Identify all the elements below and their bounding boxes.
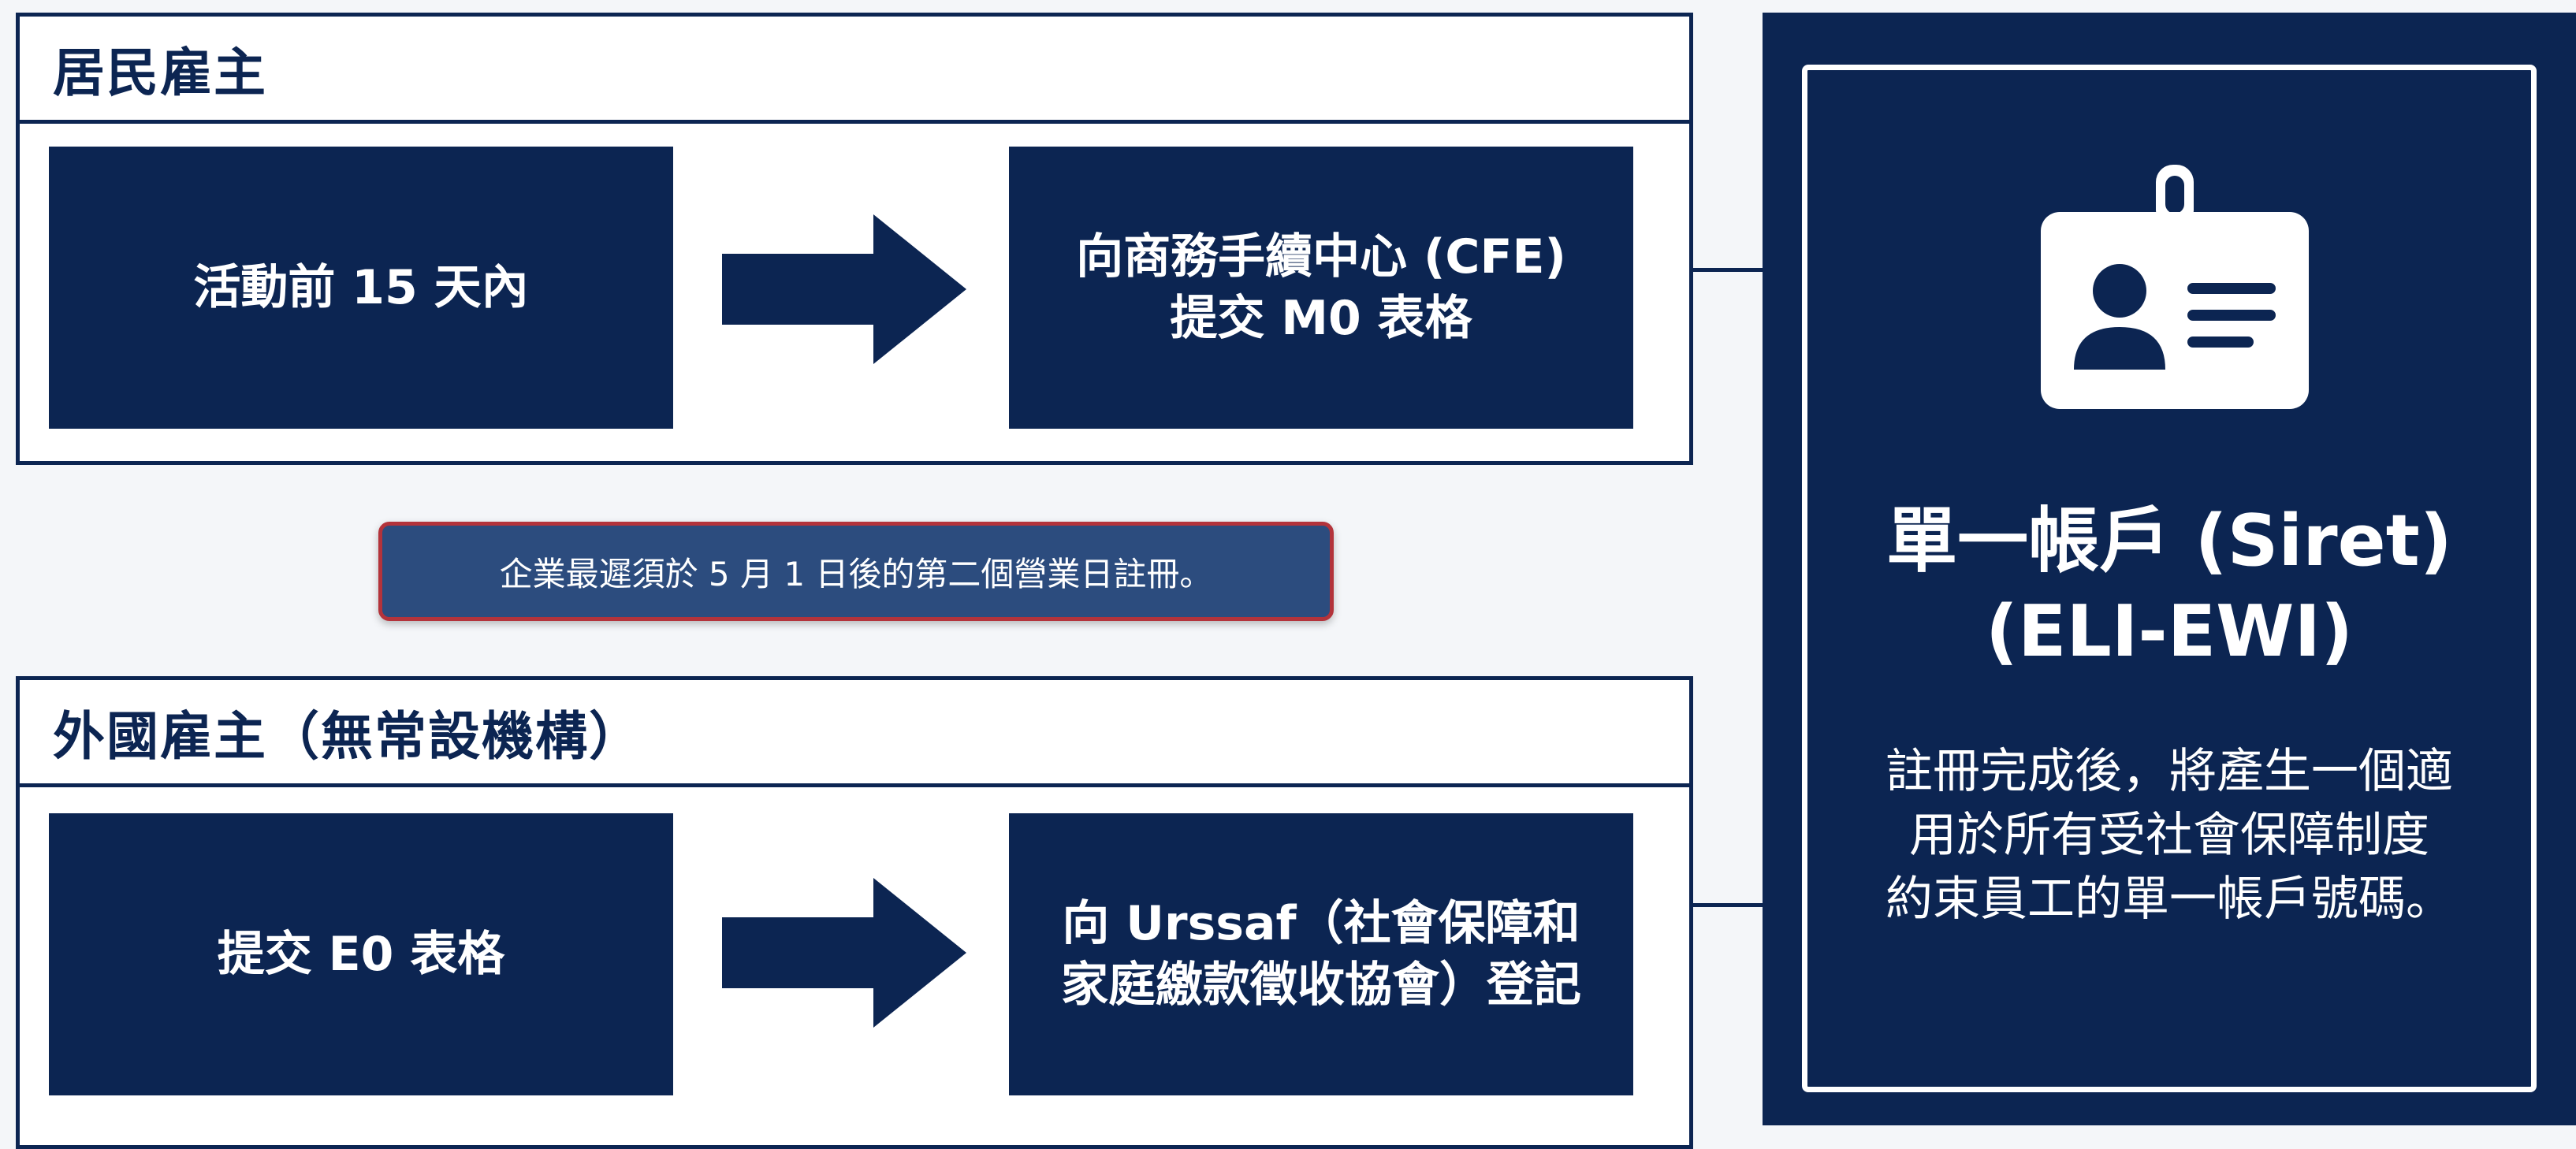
account-description: 註冊完成後，將產生一個適 用於所有受社會保障制度 約束員工的單一帳戶號碼。 — [1839, 740, 2500, 931]
account-title-line2: (ELI-EWI) — [1985, 590, 2354, 674]
resident-step-submit: 向商務手續中心 (CFE) 提交 M0 表格 — [1009, 147, 1633, 429]
id-badge-icon — [2041, 165, 2309, 409]
resident-step-submit-line1: 向商務手續中心 (CFE) — [1076, 229, 1566, 284]
foreign-step-register: 向 Urssaf（社會保障和 家庭繳款徵收協會）登記 — [1009, 813, 1633, 1095]
resident-step-timing-label: 活動前 15 天內 — [193, 260, 529, 315]
foreign-step-register-line2: 家庭繳款徵收協會）登記 — [1061, 958, 1581, 1013]
resident-employer-header: 居民雇主 — [20, 17, 1689, 124]
foreign-arrow-icon — [722, 878, 966, 1028]
single-account-card: 單一帳戶 (Siret) (ELI-EWI) 註冊完成後，將產生一個適 用於所有… — [1802, 65, 2537, 1092]
resident-step-timing: 活動前 15 天內 — [49, 147, 673, 429]
account-desc-line3: 約束員工的單一帳戶號碼。 — [1885, 872, 2453, 927]
foreign-connector-line — [1693, 903, 1763, 907]
deadline-note: 企業最遲須於 5 月 1 日後的第二個營業日註冊。 — [378, 522, 1334, 621]
single-account-panel: 單一帳戶 (Siret) (ELI-EWI) 註冊完成後，將產生一個適 用於所有… — [1763, 13, 2576, 1125]
foreign-step-submit: 提交 E0 表格 — [49, 813, 673, 1095]
foreign-step-register-line1: 向 Urssaf（社會保障和 — [1062, 896, 1580, 951]
account-desc-line2: 用於所有受社會保障制度 — [1909, 808, 2429, 863]
foreign-step-submit-label: 提交 E0 表格 — [217, 927, 505, 982]
resident-connector-line — [1693, 268, 1763, 272]
account-desc-line1: 註冊完成後，將產生一個適 — [1885, 744, 2453, 799]
resident-arrow-icon — [722, 214, 966, 364]
account-title-line1: 單一帳戶 (Siret) — [1886, 500, 2452, 582]
resident-step-submit-line2: 提交 M0 表格 — [1170, 291, 1472, 346]
deadline-note-text: 企業最遲須於 5 月 1 日後的第二個營業日註冊。 — [499, 554, 1213, 593]
foreign-employer-header: 外國雇主（無常設機構） — [20, 680, 1689, 787]
account-title: 單一帳戶 (Siret) (ELI-EWI) — [1807, 496, 2531, 677]
